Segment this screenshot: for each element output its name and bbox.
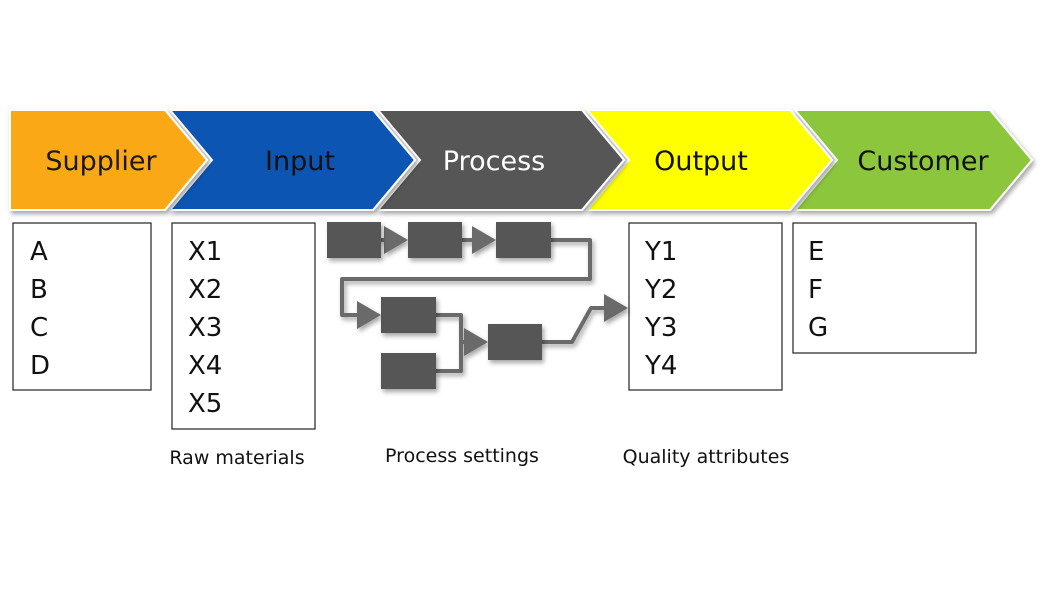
output-chevron (584, 109, 834, 211)
stage-chevron-row: Customer Output Process Input Supplier (9, 109, 1034, 211)
input-item-x2: X2 (188, 275, 222, 305)
input-chevron (167, 109, 417, 211)
supplier-item-a: A (30, 237, 48, 267)
process-chevron (375, 109, 626, 211)
raw-materials-caption: Raw materials (169, 447, 304, 469)
output-list-box: Y1 Y2 Y3 Y4 (628, 222, 783, 391)
supplier-box-frame (12, 222, 152, 391)
customer-item-g: G (808, 313, 828, 343)
process-flow (327, 222, 628, 389)
supplier-label: Supplier (45, 146, 157, 177)
process-step-2 (408, 222, 462, 258)
input-box-frame (171, 222, 316, 430)
output-label: Output (654, 146, 748, 177)
supplier-item-b: B (30, 275, 48, 305)
flow-line-5-6 (434, 340, 463, 373)
stage-supplier: Supplier (9, 109, 209, 211)
input-label: Input (265, 146, 335, 177)
stage-input: Input (167, 109, 417, 211)
output-box-frame (628, 222, 783, 391)
output-item-y3: Y3 (644, 313, 677, 343)
input-item-x5: X5 (188, 389, 222, 419)
supplier-item-d: D (30, 351, 50, 381)
quality-attributes-caption: Quality attributes (623, 446, 790, 468)
output-item-y2: Y2 (644, 275, 677, 305)
supplier-list-box: A B C D (12, 222, 152, 391)
output-item-y1: Y1 (644, 237, 677, 267)
customer-chevron (792, 109, 1034, 211)
customer-item-f: F (808, 275, 823, 305)
customer-label: Customer (857, 146, 989, 177)
customer-list-box: E F G (792, 222, 977, 354)
process-step-1 (327, 222, 381, 258)
flow-arrow-6-output (540, 294, 628, 344)
process-step-5 (381, 353, 436, 389)
input-list-box: X1 X2 X3 X4 X5 (171, 222, 316, 430)
stage-output: Output (584, 109, 834, 211)
supplier-chevron (9, 109, 209, 211)
stage-process: Process (375, 109, 626, 211)
input-item-x1: X1 (188, 237, 222, 267)
input-item-x4: X4 (188, 351, 222, 381)
process-step-3 (496, 222, 551, 258)
output-item-y4: Y4 (644, 351, 677, 381)
flow-arrow-3-4 (340, 238, 592, 329)
stage-customer: Customer (792, 109, 1034, 211)
process-settings-caption: Process settings (385, 445, 539, 467)
process-step-4 (381, 297, 436, 333)
customer-box-frame (792, 222, 977, 354)
process-label: Process (443, 146, 545, 177)
supplier-item-c: C (30, 313, 48, 343)
flow-arrow-4-6 (434, 313, 488, 356)
input-item-x3: X3 (188, 313, 222, 343)
customer-item-e: E (808, 237, 824, 267)
process-step-6 (488, 324, 542, 360)
